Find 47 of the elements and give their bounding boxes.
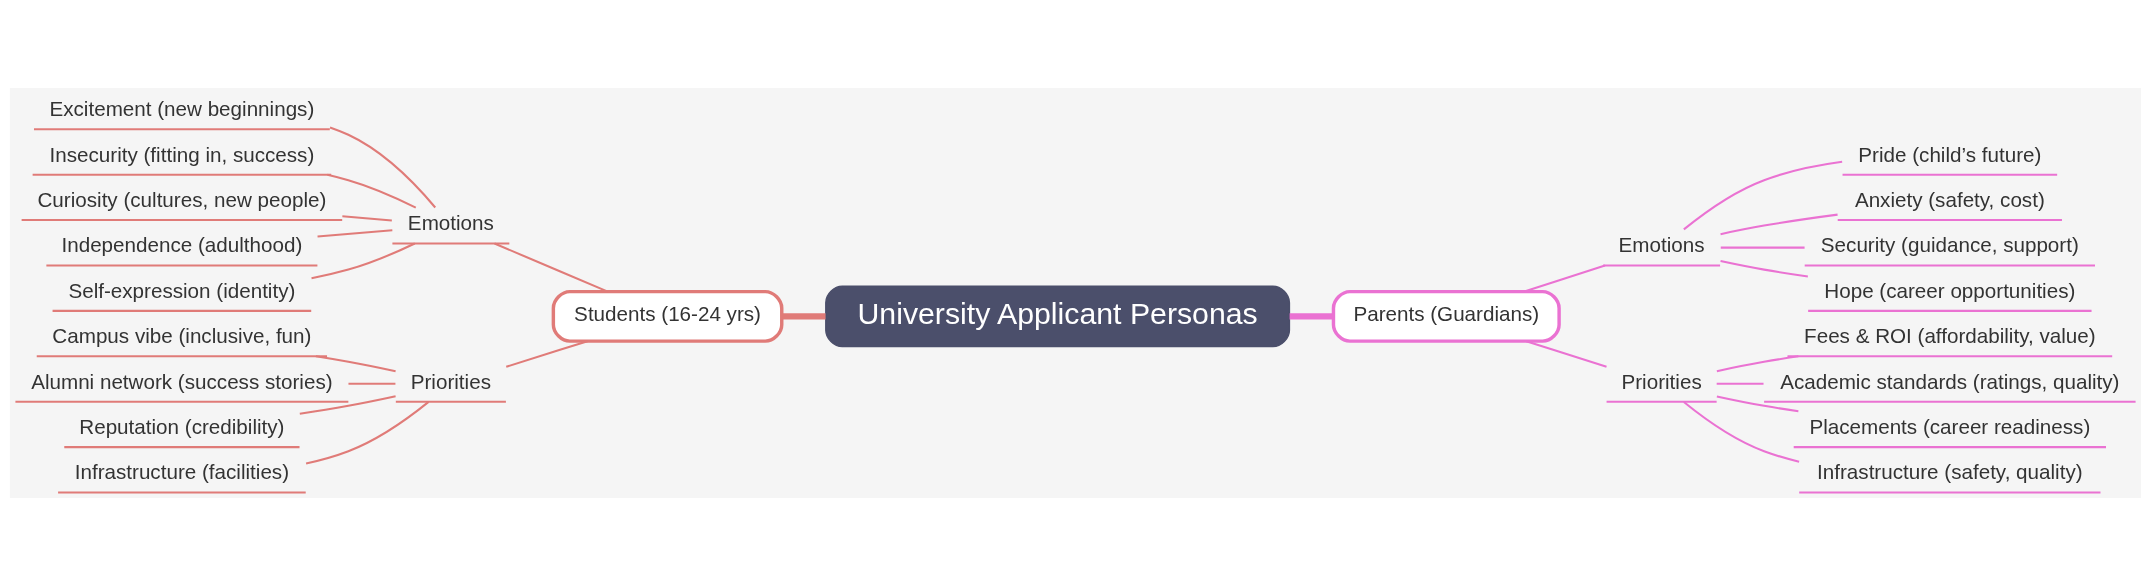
connector: [1289, 312, 1334, 319]
node-text: Independence (adulthood): [61, 232, 303, 256]
node-text: Academic standards (ratings, quality): [1780, 369, 2120, 393]
connector: [329, 125, 437, 208]
node-text: Campus vibe (inclusive, fun): [52, 323, 312, 347]
connector: [305, 400, 430, 464]
node-text: Pride (child’s future): [1858, 142, 2042, 166]
node-text: Priorities: [1621, 369, 1702, 393]
connector: [1720, 246, 1805, 249]
node-box: Students (16-24 yrs): [551, 289, 784, 343]
node-text: Emotions: [407, 210, 494, 234]
node-text: Alumni network (success stories): [31, 369, 333, 393]
connector: [1525, 339, 1607, 368]
connector: [1683, 160, 1843, 230]
connector: [494, 242, 609, 293]
connector: [1683, 400, 1800, 463]
connector: [505, 339, 588, 368]
node-text: Priorities: [410, 369, 491, 393]
connector: [1720, 259, 1808, 277]
connector: [342, 214, 392, 222]
connector: [1524, 264, 1606, 293]
node-text: Reputation (credibility): [79, 414, 285, 438]
node-text: Self-expression (identity): [68, 278, 296, 302]
connector: [782, 312, 826, 319]
node-text: Infrastructure (safety, quality): [1817, 459, 2083, 483]
connector: [299, 394, 396, 415]
connector: [1720, 213, 1838, 235]
node-text: Fees & ROI (affordability, value): [1804, 323, 2096, 347]
node-box: University Applicant Personas: [825, 284, 1291, 347]
node-box: Parents (Guardians): [1331, 289, 1561, 343]
connector: [1716, 382, 1764, 385]
node-text: Excitement (new beginnings): [49, 96, 315, 120]
connector: [311, 242, 416, 279]
node-text: Hope (career opportunities): [1824, 278, 2076, 302]
node-text: Emotions: [1618, 232, 1705, 256]
node-text: Curiosity (cultures, new people): [37, 187, 327, 211]
connector: [1716, 394, 1799, 412]
node-text: Anxiety (safety, cost): [1854, 187, 2045, 211]
node-text: Infrastructure (facilities): [74, 459, 290, 483]
node-text: Insecurity (fitting in, success): [49, 142, 315, 166]
connector: [1716, 354, 1799, 372]
connector: [348, 382, 396, 385]
node-text: Security (guidance, support): [1820, 232, 2079, 256]
connector: [315, 354, 396, 372]
connector: [327, 173, 417, 208]
node-text: Placements (career readiness): [1809, 414, 2091, 438]
connector: [317, 228, 393, 237]
